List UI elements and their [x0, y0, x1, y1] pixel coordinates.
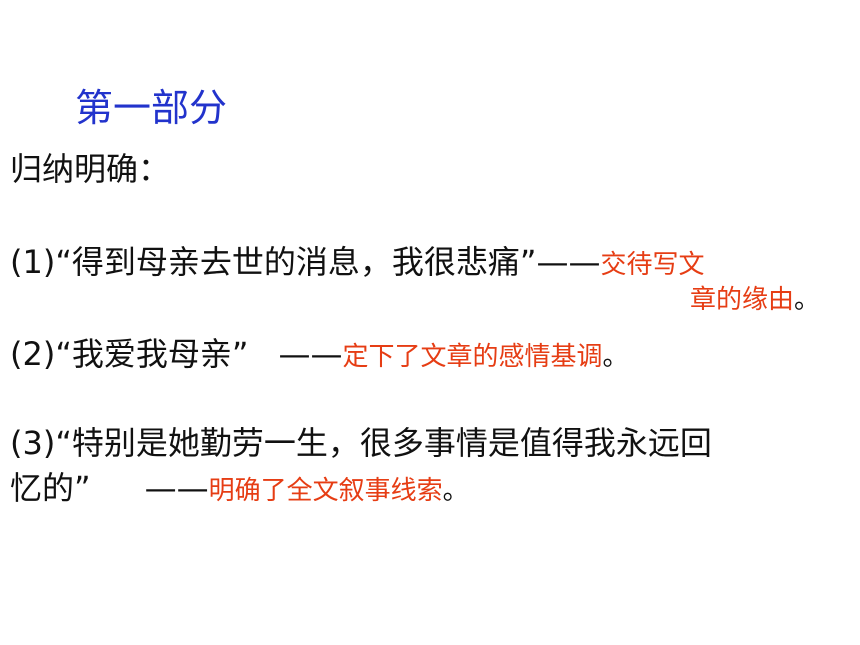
slide-title: 第一部分 — [75, 86, 228, 130]
item-1-line: (1)“得到母亲去世的消息，我很悲痛”——交待写文 — [10, 240, 705, 287]
subheading: 归纳明确： — [10, 150, 171, 188]
item-3-note: 明确了全文叙事线索 — [208, 476, 443, 506]
item-3-line1: (3)“特别是她勤劳一生，很多事情是值得我永远回 — [10, 421, 712, 465]
item-3-quote-line2: 忆的” — [10, 469, 91, 507]
item-1-note-line2-row: 章的缘由。 — [690, 282, 820, 318]
item-2-note: 定下了文章的感情基调 — [342, 342, 603, 372]
item-1-quote: (1)“得到母亲去世的消息，我很悲痛” — [10, 243, 537, 281]
item-2-quote: (2)“我爱我母亲” — [10, 335, 249, 373]
item-1-dash: —— — [536, 243, 601, 281]
item-2-line: (2)“我爱我母亲” ——定下了文章的感情基调。 — [10, 332, 629, 379]
item-3-dash: —— — [144, 469, 209, 507]
item-1-period: 。 — [794, 285, 821, 315]
item-1-note-line1: 交待写文 — [600, 250, 705, 280]
item-3-line2: 忆的” ——明确了全文叙事线索。 — [10, 466, 469, 513]
item-2-dash: —— — [278, 335, 343, 373]
item-1-note-line2: 章的缘由 — [690, 285, 795, 315]
item-2-period: 。 — [602, 342, 629, 372]
item-3-quote-line1: (3)“特别是她勤劳一生，很多事情是值得我永远回 — [10, 424, 712, 462]
item-3-period: 。 — [442, 476, 469, 506]
